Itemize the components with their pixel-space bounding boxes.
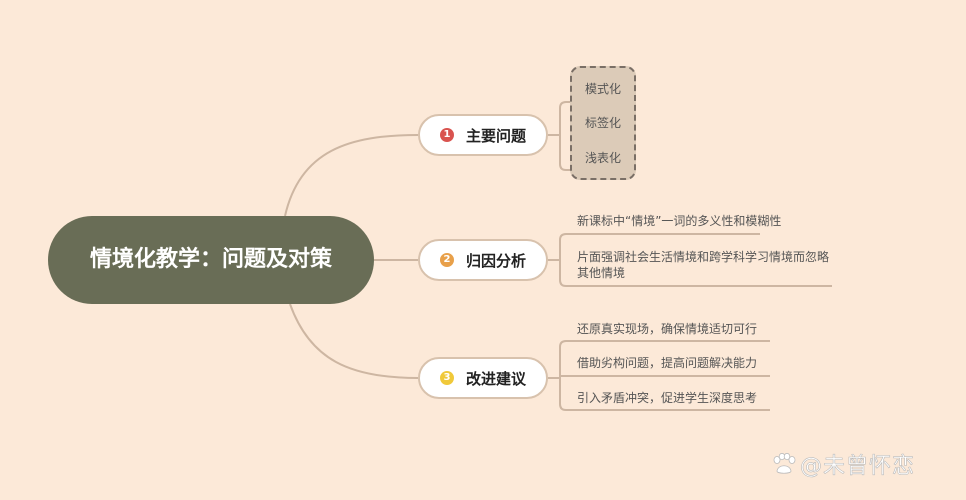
baidu-paw-icon <box>773 453 796 474</box>
leaf-topic[interactable]: 模式化 <box>584 82 621 96</box>
leaf-topic[interactable]: 借助劣构问题，提高问题解决能力 <box>577 356 758 370</box>
branch-main-problems[interactable]: 1 主要问题 <box>418 114 548 156</box>
branch-cause-analysis[interactable]: 2 归因分析 <box>418 239 548 281</box>
number-badge-icon: 3 <box>439 371 454 385</box>
leaf-topic[interactable]: 引入矛盾冲突，促进学生深度思考 <box>577 391 758 405</box>
leaf-topic[interactable]: 新课标中“情境”一词的多义性和模糊性 <box>577 214 782 228</box>
number-badge-icon: 1 <box>439 128 454 142</box>
selected-subtopic-group[interactable] <box>570 66 636 180</box>
branch-label: 改进建议 <box>465 369 526 388</box>
number-badge-icon: 2 <box>439 253 454 267</box>
leaf-topic[interactable]: 片面强调社会生活情境和跨学科学习情境而忽略其他情境 <box>577 250 830 280</box>
root-title: 情境化教学：问题及对策 <box>89 247 332 272</box>
watermark-text: @未曾怀恋 <box>800 454 916 480</box>
root-topic[interactable]: 情境化教学：问题及对策 <box>48 216 374 304</box>
leaf-topic[interactable]: 还原真实现场，确保情境适切可行 <box>577 322 758 336</box>
branch-label: 归因分析 <box>465 251 526 270</box>
branch-suggestions[interactable]: 3 改进建议 <box>418 357 548 399</box>
leaf-topic[interactable]: 浅表化 <box>584 151 621 165</box>
leaf-topic[interactable]: 标签化 <box>584 116 621 130</box>
branch-label: 主要问题 <box>465 126 526 145</box>
watermark: @未曾怀恋 <box>772 448 915 480</box>
